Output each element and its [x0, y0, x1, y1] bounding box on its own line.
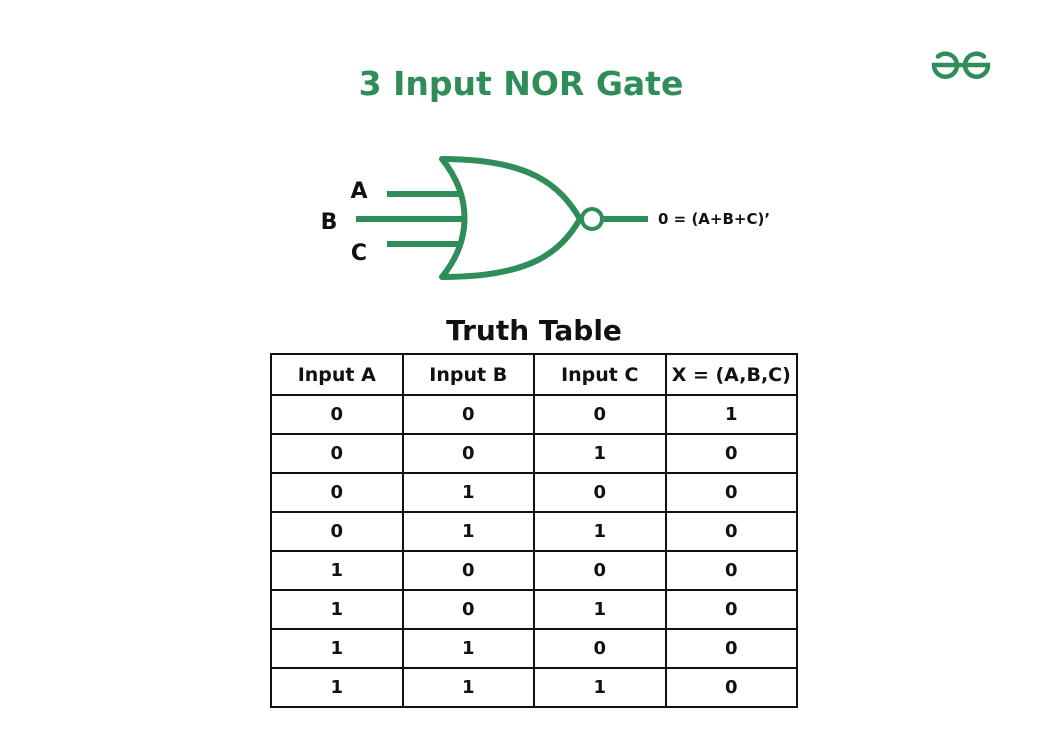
table-cell: 0	[664, 628, 798, 669]
table-cell: 1	[401, 628, 535, 669]
column-header-input-a: Input A	[270, 353, 404, 396]
table-cell: 0	[533, 550, 667, 591]
table-cell: 0	[664, 667, 798, 708]
inversion-bubble	[580, 207, 604, 231]
table-row: 1 1 0 0	[270, 628, 798, 669]
table-cell: 1	[533, 433, 667, 474]
table-cell: 0	[270, 433, 404, 474]
table-cell: 1	[270, 550, 404, 591]
table-cell: 1	[401, 472, 535, 513]
input-label-a: A	[350, 179, 367, 204]
truth-table: Input A Input B Input C X = (A,B,C) 0 0 …	[270, 353, 798, 708]
table-cell: 1	[270, 628, 404, 669]
truth-table-title: Truth Table	[446, 314, 622, 347]
input-label-c: C	[351, 241, 367, 266]
table-cell: 1	[664, 394, 798, 435]
table-row: 0 1 1 0	[270, 511, 798, 552]
input-label-b: B	[321, 210, 338, 235]
column-header-input-b: Input B	[401, 353, 535, 396]
table-row: 0 1 0 0	[270, 472, 798, 513]
table-cell: 1	[270, 589, 404, 630]
table-cell: 1	[533, 511, 667, 552]
table-cell: 0	[401, 394, 535, 435]
column-header-output: X = (A,B,C)	[664, 353, 798, 396]
table-cell: 1	[270, 667, 404, 708]
table-cell: 0	[533, 472, 667, 513]
table-cell: 0	[664, 472, 798, 513]
table-cell: 0	[270, 394, 404, 435]
table-cell: 0	[401, 589, 535, 630]
nor-gate-body	[439, 156, 583, 280]
output-expression: 0 = (A+B+C)’	[658, 210, 770, 228]
table-header-row: Input A Input B Input C X = (A,B,C)	[270, 353, 798, 396]
table-cell: 0	[401, 550, 535, 591]
nor-gate-diagram: A B C 0 = (A+B+C)’	[321, 156, 770, 280]
geeksforgeeks-logo	[931, 51, 991, 79]
table-cell: 1	[533, 667, 667, 708]
table-cell: 0	[533, 628, 667, 669]
page-title: 3 Input NOR Gate	[358, 64, 684, 103]
table-cell: 0	[664, 511, 798, 552]
table-row: 1 0 1 0	[270, 589, 798, 630]
table-cell: 1	[533, 589, 667, 630]
table-cell: 0	[664, 589, 798, 630]
table-cell: 0	[664, 550, 798, 591]
table-row: 1 0 0 0	[270, 550, 798, 591]
table-cell: 1	[401, 511, 535, 552]
table-row: 1 1 1 0	[270, 667, 798, 708]
table-cell: 0	[664, 433, 798, 474]
table-cell: 0	[270, 472, 404, 513]
table-cell: 0	[533, 394, 667, 435]
table-cell: 0	[270, 511, 404, 552]
table-row: 0 0 1 0	[270, 433, 798, 474]
table-row: 0 0 0 1	[270, 394, 798, 435]
column-header-input-c: Input C	[533, 353, 667, 396]
table-cell: 0	[401, 433, 535, 474]
table-cell: 1	[401, 667, 535, 708]
